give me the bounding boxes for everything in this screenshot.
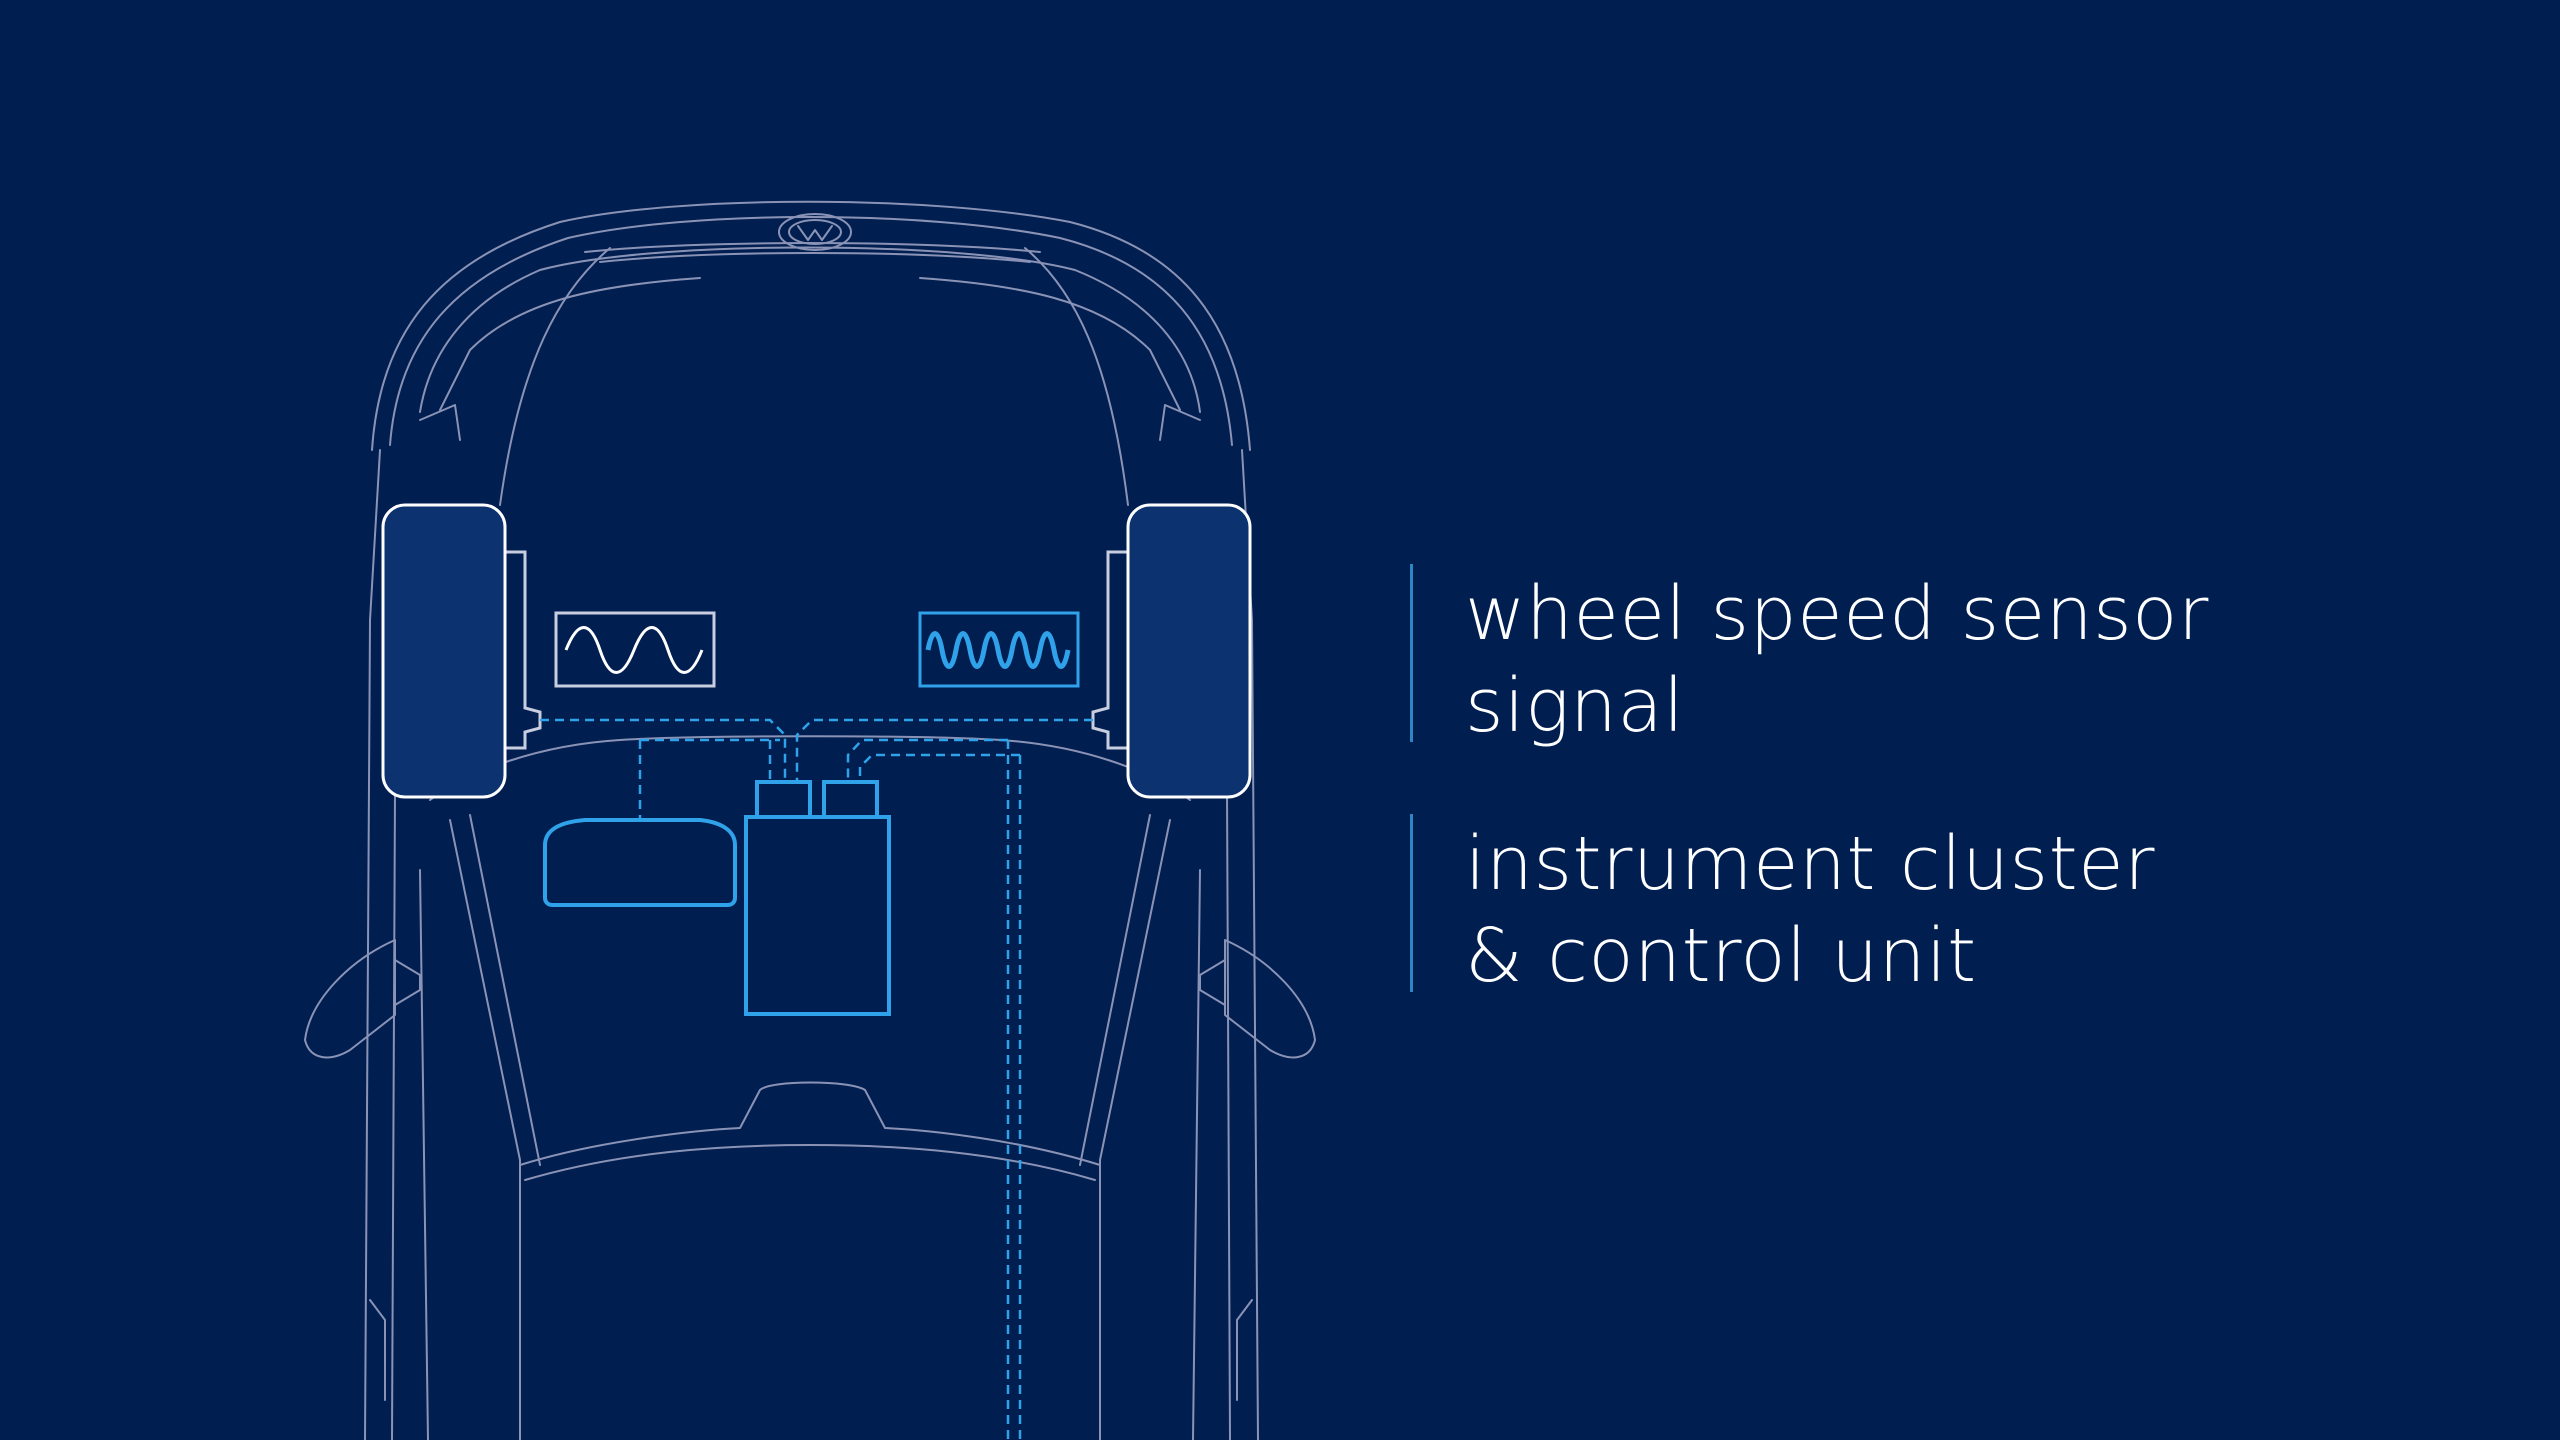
right-wheel-icon <box>1126 503 1252 799</box>
sine-wave-signal-icon <box>554 611 716 688</box>
high-frequency-signal-icon <box>918 611 1080 688</box>
legend: wheel speed sensor signal instrument clu… <box>1410 564 2510 999</box>
control-unit-icon <box>744 780 891 1016</box>
car-outline-icon <box>304 200 1316 1440</box>
instrument-cluster-icon <box>543 818 737 907</box>
legend-item-instrument-cluster: instrument cluster & control unit <box>1410 814 2510 999</box>
legend-label-line: & control unit <box>1465 913 1977 999</box>
left-wheel-icon <box>381 503 507 799</box>
legend-label-line: wheel speed sensor <box>1465 571 2209 657</box>
legend-label-line: signal <box>1465 663 1685 749</box>
legend-item-wheel-speed-sensor: wheel speed sensor signal <box>1410 564 2510 749</box>
dashed-wiring-icon <box>540 718 1093 1440</box>
legend-label-line: instrument cluster <box>1465 821 2156 907</box>
